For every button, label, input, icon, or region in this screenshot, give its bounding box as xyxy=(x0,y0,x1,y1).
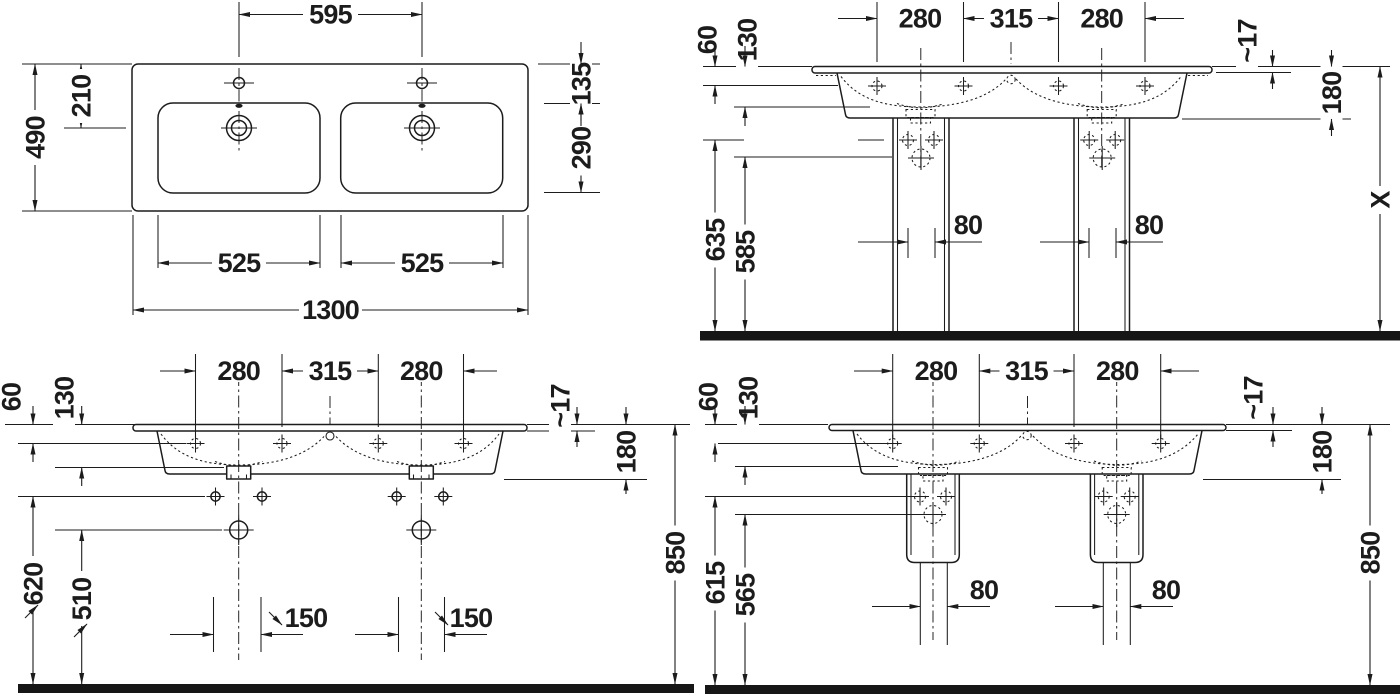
dim-bolt-height: 620 xyxy=(19,563,49,606)
leader-arrow-icon xyxy=(268,611,283,626)
basin-outline xyxy=(131,63,529,212)
bowl-right xyxy=(339,102,504,194)
dim-total-width: 1300 xyxy=(302,295,359,325)
dim-siphon-height: 585 xyxy=(731,230,761,273)
dim-bolt-spacing-left: 150 xyxy=(285,603,328,633)
dim-drain-offset: 210 xyxy=(67,75,97,118)
floor-line xyxy=(705,685,1400,694)
dim-top-to-bowl: 130 xyxy=(734,377,764,420)
dim-rim-thickness: ~17 xyxy=(546,384,576,427)
dim-drain-width-left: 80 xyxy=(970,575,998,605)
dim-drain-width-right: 80 xyxy=(1135,210,1163,240)
dim-rim-height: 850 xyxy=(661,532,691,575)
floor-line xyxy=(18,684,694,693)
dim-top-to-holes: 60 xyxy=(693,26,723,54)
overflow-hole xyxy=(325,431,335,441)
leader-arrow-icon xyxy=(73,623,88,638)
dim-holes-left: 280 xyxy=(899,4,942,34)
tap-hole-markers xyxy=(868,77,1154,95)
dim-top-to-holes: 60 xyxy=(694,383,724,411)
dim-fixing-height: 615 xyxy=(701,561,731,604)
dim-mounting-height: X xyxy=(1366,191,1396,209)
dim-siphon-height: 565 xyxy=(731,573,761,616)
floor-line xyxy=(700,331,1400,341)
dim-top-to-bowl: 130 xyxy=(733,19,763,62)
dim-rim-height: 850 xyxy=(1356,532,1386,575)
tap-hole-markers xyxy=(186,434,473,453)
rim-slab xyxy=(132,423,528,432)
dim-bowl-depth: 290 xyxy=(567,127,597,170)
dim-bowl-width-left: 525 xyxy=(218,248,261,278)
dim-holes-center: 315 xyxy=(1005,356,1048,386)
dim-rim-thickness: ~17 xyxy=(1233,19,1263,62)
dim-top-to-bowl: 130 xyxy=(50,377,80,420)
basin-body xyxy=(836,72,1188,119)
pedestal-view: 280 315 280 60 130 ~17 180 635 585 X 80 … xyxy=(693,2,1400,341)
pedestal-right xyxy=(1073,108,1131,331)
plan-view: 595 490 210 135 290 525 525 1300 xyxy=(21,0,600,325)
dim-holes-left: 280 xyxy=(217,356,260,386)
overflow-hole xyxy=(1022,430,1032,441)
dim-holes-right: 280 xyxy=(1096,356,1139,386)
dim-drain-width-right: 80 xyxy=(1152,575,1180,605)
rim-slab xyxy=(811,65,1213,74)
tap-hole-markers xyxy=(883,434,1170,453)
dim-holes-right: 280 xyxy=(1080,4,1123,34)
dim-fixing-height: 635 xyxy=(701,218,731,261)
dim-apron-height: 180 xyxy=(612,431,642,474)
dim-holes-right: 280 xyxy=(400,356,443,386)
dim-supply-height: 510 xyxy=(67,578,97,621)
overflow-hole xyxy=(1006,74,1016,85)
dim-apron-height: 180 xyxy=(1317,72,1347,115)
dim-drain-width-left: 80 xyxy=(954,210,982,240)
dim-tap-spacing: 595 xyxy=(309,0,352,30)
bowl-left xyxy=(157,102,321,194)
basin-body xyxy=(852,430,1203,475)
basin-body xyxy=(156,430,504,475)
dim-bowl-width-right: 525 xyxy=(401,248,444,278)
dim-holes-left: 280 xyxy=(915,356,958,386)
dim-total-depth: 490 xyxy=(21,116,51,159)
leader-arrow-icon xyxy=(434,611,449,626)
dim-holes-center: 315 xyxy=(990,4,1033,34)
rim-slab xyxy=(828,423,1227,432)
dim-apron-height: 180 xyxy=(1308,431,1338,474)
leader-arrow-icon xyxy=(24,604,39,619)
dim-bolt-spacing-right: 150 xyxy=(450,603,493,633)
wall-mount-view: 280 315 280 60 130 620 510 ~17 180 850 1… xyxy=(0,354,694,693)
wall-bolts xyxy=(206,487,453,506)
dim-top-to-holes: 60 xyxy=(0,383,27,411)
dim-back-to-bowl: 135 xyxy=(567,62,597,105)
dim-holes-center: 315 xyxy=(309,356,352,386)
dim-rim-thickness: ~17 xyxy=(1239,376,1269,419)
semi-pedestal-view: 280 315 280 60 130 615 565 ~17 180 850 8… xyxy=(694,354,1400,694)
